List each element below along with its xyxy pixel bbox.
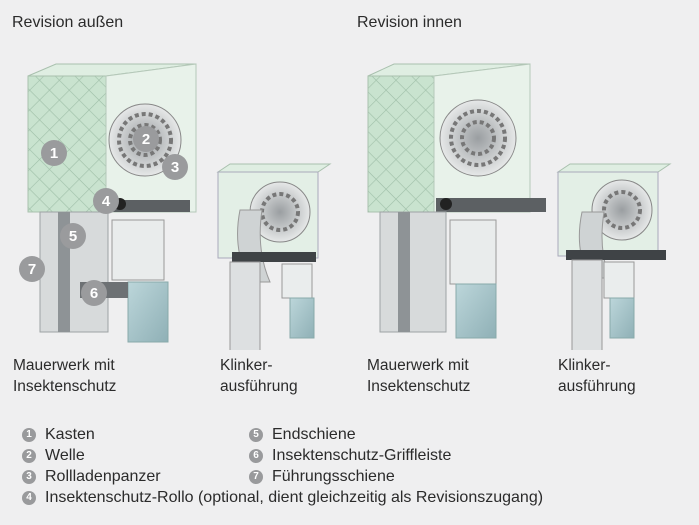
caption-clinker-inside: Klinker- ausführung (558, 355, 636, 397)
marker-6: 6 (81, 280, 107, 306)
caption-masonry-inside: Mauerwerk mit Insektenschutz (367, 355, 470, 397)
unit-masonry-inside (368, 64, 546, 338)
marker-3: 3 (162, 154, 188, 180)
roller-shutter-illustration: 1 2 3 4 5 6 7 (0, 60, 699, 350)
svg-text:2: 2 (142, 131, 150, 148)
marker-4: 4 (93, 188, 119, 214)
heading-outside: Revision außen (12, 14, 123, 32)
marker-7: 7 (19, 256, 45, 282)
svg-text:5: 5 (69, 228, 77, 245)
marker-2: 2 (133, 126, 159, 152)
svg-text:4: 4 (102, 193, 111, 210)
heading-inside: Revision innen (357, 14, 462, 32)
svg-text:7: 7 (28, 261, 36, 278)
caption-clinker-outside: Klinker- ausführung (220, 355, 298, 397)
caption-masonry-outside: Mauerwerk mit Insektenschutz (13, 355, 116, 397)
svg-text:1: 1 (50, 145, 58, 162)
marker-5: 5 (60, 223, 86, 249)
svg-text:3: 3 (171, 159, 179, 176)
unit-clinker-outside (218, 164, 330, 350)
marker-1: 1 (41, 140, 67, 166)
unit-clinker-inside (558, 164, 670, 350)
svg-text:6: 6 (90, 285, 98, 302)
